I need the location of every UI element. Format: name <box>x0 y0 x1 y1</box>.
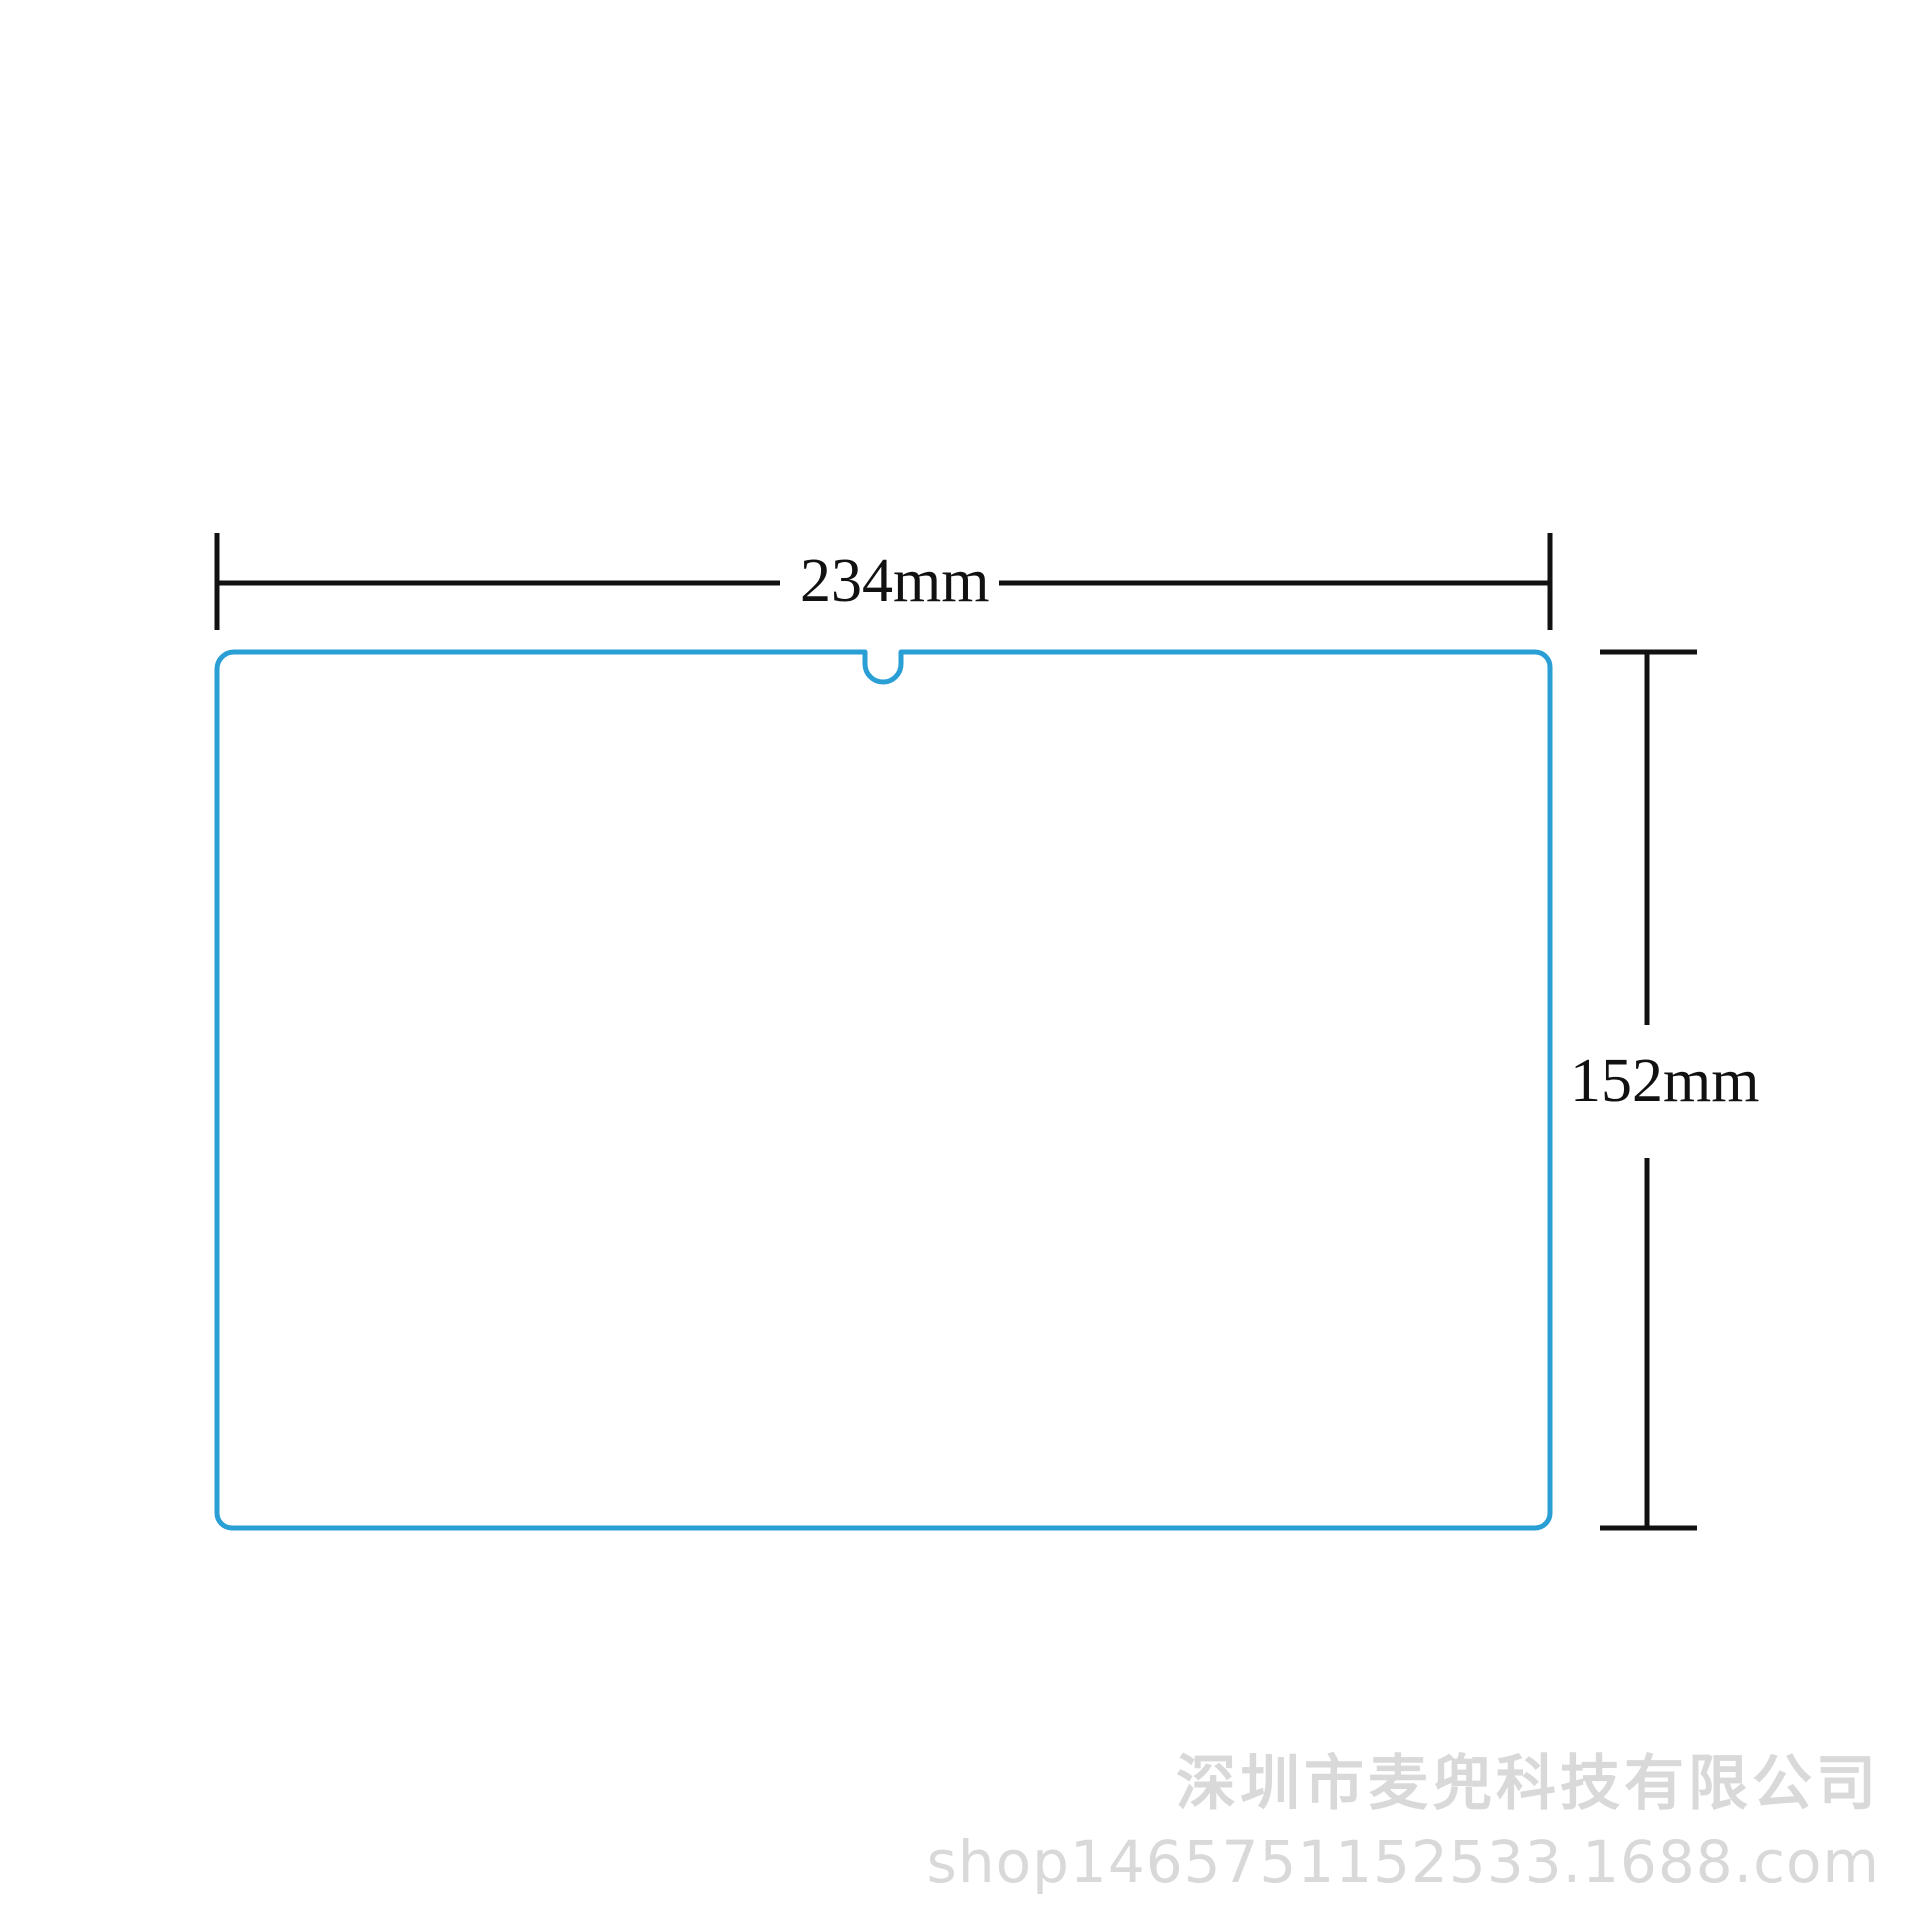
watermark-company: 深圳市麦兜科技有限公司 <box>1176 1749 1880 1819</box>
width-dimension-line <box>214 533 1553 630</box>
height-label: 152mm <box>1570 1047 1760 1115</box>
screen-outline <box>214 649 1553 1531</box>
height-dimension-line <box>1600 649 1697 1531</box>
watermark-shop-url: shop1465751152533.1688.com <box>926 1828 1880 1896</box>
width-label: 234mm <box>790 550 1000 612</box>
